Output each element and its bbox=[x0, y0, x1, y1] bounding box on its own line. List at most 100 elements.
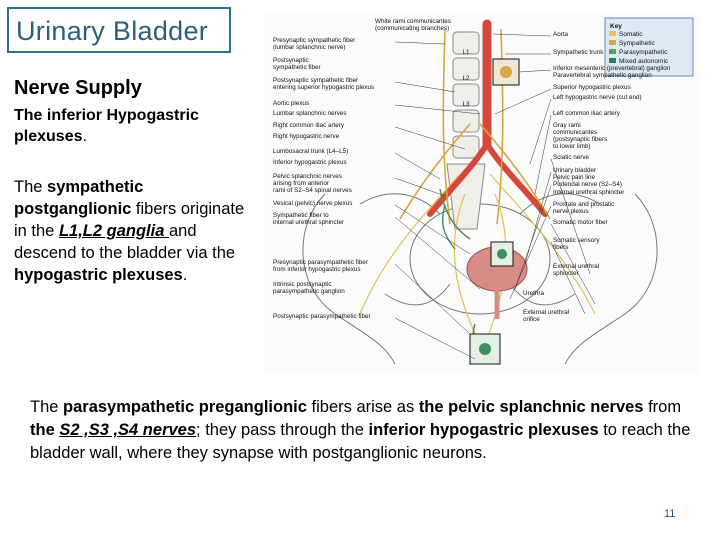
key-item-label: Parasympathetic bbox=[619, 49, 668, 56]
left-label: Pelvic splanchnic nerves bbox=[273, 173, 342, 180]
right-label: Gray rami bbox=[553, 122, 581, 129]
pelvis-outline bbox=[302, 193, 658, 365]
p2-bold-splanchnic: the pelvic splanchnic nerves bbox=[418, 398, 644, 416]
left-label: Lumbar splanchnic nerves bbox=[273, 110, 347, 117]
p2-bold-inferior-plexuses: inferior hypogastric plexuses bbox=[368, 421, 599, 439]
leader-line bbox=[394, 263, 471, 335]
leader-line bbox=[529, 98, 552, 165]
right-label: Prostate and prostatic bbox=[553, 201, 614, 208]
leader-line bbox=[534, 114, 552, 195]
left-label: sympathetic fiber bbox=[273, 64, 321, 71]
key-item-label: Sympathetic bbox=[619, 40, 656, 47]
ganglion-middle-icon bbox=[497, 249, 507, 259]
right-label: to lower limb) bbox=[553, 143, 590, 150]
title-box: Urinary Bladder bbox=[7, 7, 231, 53]
left-label: entering superior hypogastric plexus bbox=[273, 84, 374, 91]
left-label: Right common iliac artery bbox=[273, 122, 345, 129]
right-label: Left common iliac artery bbox=[553, 110, 621, 117]
p2-text-5: to reach the bladder wall, where they sy… bbox=[30, 421, 691, 462]
right-label: fibers bbox=[553, 244, 568, 251]
leader-line bbox=[514, 185, 552, 290]
leader-line bbox=[494, 88, 552, 115]
right-label: Inferior mesenteric (prevertebral) gangl… bbox=[553, 65, 671, 72]
section-heading: Nerve Supply bbox=[14, 77, 142, 99]
right-label: External urethral bbox=[553, 263, 599, 270]
key-swatch bbox=[609, 31, 616, 36]
left-label: Lumbosacral trunk (L4–L5) bbox=[273, 148, 348, 155]
p1-text-3: and descend to the bladder via the bbox=[14, 222, 236, 262]
right-label: Sciatic nerve bbox=[553, 154, 590, 161]
leader-line bbox=[394, 216, 481, 290]
p2-bold-the: the bbox=[30, 421, 60, 439]
right-label: (postsynaptic fibers bbox=[553, 136, 607, 143]
leader-lines bbox=[394, 33, 596, 360]
leader-line bbox=[394, 177, 446, 197]
right-label: Left hypogastric nerve (cut end) bbox=[553, 94, 642, 101]
right-label: Aorta bbox=[553, 31, 569, 38]
left-label: Inferior hypogastric plexus bbox=[273, 159, 347, 166]
somatic-nerves bbox=[359, 173, 596, 345]
parasympathetic-paragraph: The parasympathetic preganglionic fibers… bbox=[30, 396, 702, 465]
right-label: Pudendal nerve (S2–S4) bbox=[553, 181, 622, 188]
left-label: rami of S2–S4 spinal nerves bbox=[273, 187, 352, 194]
leader-line bbox=[394, 152, 441, 180]
right-label: External urethral bbox=[523, 309, 569, 316]
leader-line bbox=[394, 104, 481, 115]
vertebra-label: L3 bbox=[462, 101, 470, 108]
key-swatch bbox=[609, 40, 616, 45]
aorta-and-iliac-arteries bbox=[427, 19, 548, 217]
leader-line bbox=[518, 69, 552, 73]
left-label: Aortic plexus bbox=[273, 100, 309, 107]
left-label: Presynaptic parasympathetic fiber bbox=[273, 259, 368, 266]
key-swatch bbox=[609, 58, 616, 63]
left-label: Sympathetic fiber to bbox=[273, 212, 329, 219]
right-label: Somatic motor fiber bbox=[553, 219, 608, 226]
p2-text-2: fibers arise as bbox=[306, 398, 419, 416]
lumbar-spine bbox=[446, 31, 486, 230]
left-label: Postsynaptic bbox=[273, 57, 309, 64]
slide-title: Urinary Bladder bbox=[16, 16, 209, 46]
p1-ganglia-term: L1,L2 ganglia bbox=[58, 222, 169, 240]
vertebra-label: L1 bbox=[462, 49, 470, 56]
p1-bold-plexuses: hypogastric plexuses bbox=[14, 266, 183, 284]
left-label: Intrinsic postsynaptic bbox=[273, 281, 331, 288]
right-label: Superior hypogastric plexus bbox=[553, 84, 631, 91]
left-label: Presynaptic sympathetic fiber bbox=[273, 37, 355, 44]
p1-bold-sympathetic: sympathetic postganglionic bbox=[14, 178, 144, 218]
leader-line bbox=[394, 204, 471, 255]
top-labels: White rami communicantes(communicating b… bbox=[375, 18, 451, 32]
sympathetic-trunk bbox=[399, 28, 551, 225]
top-label: (communicating branches) bbox=[375, 25, 449, 32]
left-label: (lumbar splanchnic nerve) bbox=[273, 44, 345, 51]
left-label: arising from anterior bbox=[273, 180, 329, 187]
leader-line bbox=[492, 33, 552, 37]
p2-sacral-nerves-term: S2 ,S3 ,S4 nerves bbox=[59, 421, 197, 439]
p2-bold-parasympathetic: parasympathetic preganglionic bbox=[63, 398, 307, 416]
leader-line bbox=[550, 158, 591, 275]
right-label: Somatic sensory bbox=[553, 237, 600, 244]
left-label: Right hypogastric nerve bbox=[273, 133, 340, 140]
p2-text-1: The bbox=[30, 398, 64, 416]
right-label: orifice bbox=[523, 316, 540, 323]
leader-line bbox=[550, 223, 596, 305]
vertebra-label: L2 bbox=[462, 75, 470, 82]
leader-line bbox=[394, 81, 456, 93]
top-label: White rami communicantes bbox=[375, 18, 451, 25]
key-item-label: Mixed autonomic bbox=[619, 58, 669, 65]
leader-line bbox=[394, 126, 466, 150]
subheading-bold: The inferior Hypogastric plexuses bbox=[14, 107, 199, 145]
subheading: The inferior Hypogastric plexuses. bbox=[14, 105, 244, 147]
right-label: Internal urethral sphincter bbox=[553, 189, 624, 196]
right-label: Paravertebral sympathetic ganglion bbox=[553, 72, 652, 79]
key-box bbox=[604, 17, 694, 77]
p1-text-4: . bbox=[182, 266, 188, 284]
left-label: Vesical (pelvic) nerve plexus bbox=[273, 200, 352, 207]
right-label: Pelvic pain line bbox=[553, 174, 596, 181]
right-label: communicantes bbox=[553, 129, 597, 136]
left-label: Postsynaptic parasympathetic fiber bbox=[273, 313, 371, 320]
sympathetic-paragraph: The sympathetic postganglionic fibers or… bbox=[14, 176, 250, 286]
